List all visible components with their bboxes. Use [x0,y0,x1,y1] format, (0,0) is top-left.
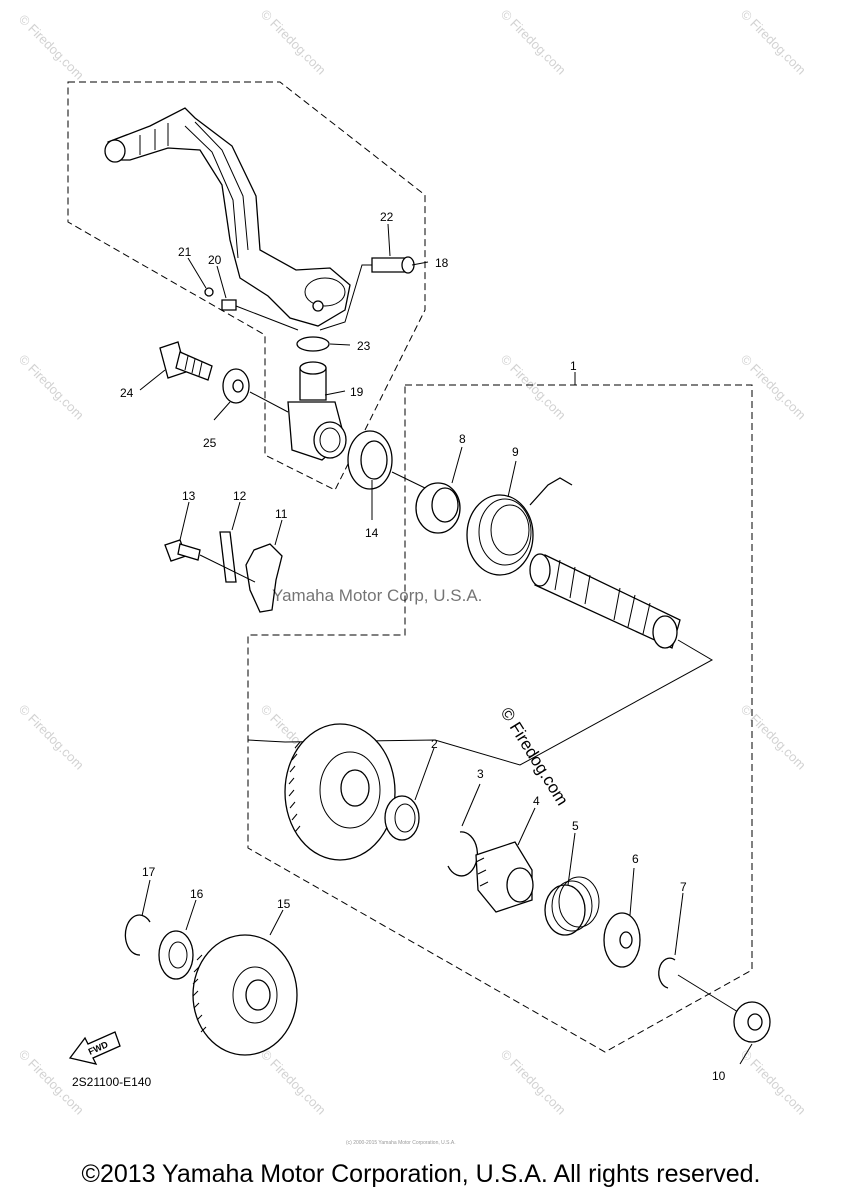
callout-24: 24 [120,386,134,400]
callout-5: 5 [572,819,579,833]
watermark: © Firedog.com [498,7,569,78]
kick-boss-19 [287,361,347,461]
callout-25: 25 [203,436,217,450]
callout-10: 10 [712,1069,726,1083]
ball-21 [204,287,214,297]
watermark: © Firedog.com [16,12,87,83]
callout-leaders [139,223,753,1065]
callouts: 1 2 3 4 5 6 7 8 9 10 11 12 13 14 15 16 1… [120,210,726,1083]
washer-25 [222,368,289,413]
center-watermark: Yamaha Motor Corp, U.S.A. [272,586,482,605]
callout-19: 19 [350,385,364,399]
callout-18: 18 [435,256,449,270]
callout-4: 4 [533,794,540,808]
callout-23: 23 [357,339,371,353]
collar-8 [415,482,461,534]
oil-seal-14 [347,430,426,490]
washer-16 [158,930,194,980]
watermark: © Firedog.com [258,7,329,78]
callout-8: 8 [459,432,466,446]
callout-14: 14 [365,526,379,540]
leader-line [235,305,299,331]
plate-12 [219,531,237,583]
washer-2 [384,795,420,841]
circlip-7 [658,957,676,989]
callout-12: 12 [233,489,247,503]
watermark: © Firedog.com [16,352,87,423]
tiny-copyright: (c) 2000-2015 Yamaha Motor Corporation, … [346,1140,456,1146]
torsion-spring-9 [466,477,573,576]
watermark: © Firedog.com [16,702,87,773]
callout-16: 16 [190,887,204,901]
watermark: © Firedog.com [738,7,809,78]
callout-6: 6 [632,852,639,866]
callout-15: 15 [277,897,291,911]
diagram-code: 2S21100-E140 [72,1075,152,1089]
forward-arrow-icon: FWD [68,1031,121,1065]
callout-3: 3 [477,767,484,781]
shaft-assembly-boundary [247,384,753,1053]
copyright-footer: ©2013 Yamaha Motor Corporation, U.S.A. A… [81,1160,761,1188]
idler-gear-15 [192,934,298,1056]
callout-2: 2 [431,737,438,751]
watermark: © Firedog.com [738,702,809,773]
callout-20: 20 [208,253,222,267]
circlip-3 [447,831,478,877]
callout-17: 17 [142,865,156,879]
pin-22 [319,256,415,331]
spring-20 [221,299,237,311]
callout-1: 1 [570,359,577,373]
bolt-24 [159,341,213,381]
circlip-17 [124,914,151,956]
kick-lever [104,107,351,327]
watermark: © Firedog.com [498,352,569,423]
kick-gear [284,723,396,861]
washer-6 [603,912,641,968]
callout-7: 7 [680,880,687,894]
watermark: © Firedog.com [738,352,809,423]
watermark: © Firedog.com [258,1047,329,1118]
callout-9: 9 [512,445,519,459]
kick-shaft [247,553,714,766]
bolt-13 [164,539,256,583]
washer-10 [733,1001,771,1043]
watermark: © Firedog.com [738,1047,809,1118]
callout-21: 21 [178,245,192,259]
callout-11: 11 [275,507,288,521]
callout-22: 22 [380,210,394,224]
lever-assembly-boundary [67,81,426,491]
spring-5 [544,876,600,936]
watermark: © Firedog.com [498,1047,569,1118]
callout-13: 13 [182,489,196,503]
leader-line [677,974,739,1013]
ratchet-4 [475,841,534,913]
circlip-23 [296,336,330,352]
stopper-guide-11 [245,543,283,613]
